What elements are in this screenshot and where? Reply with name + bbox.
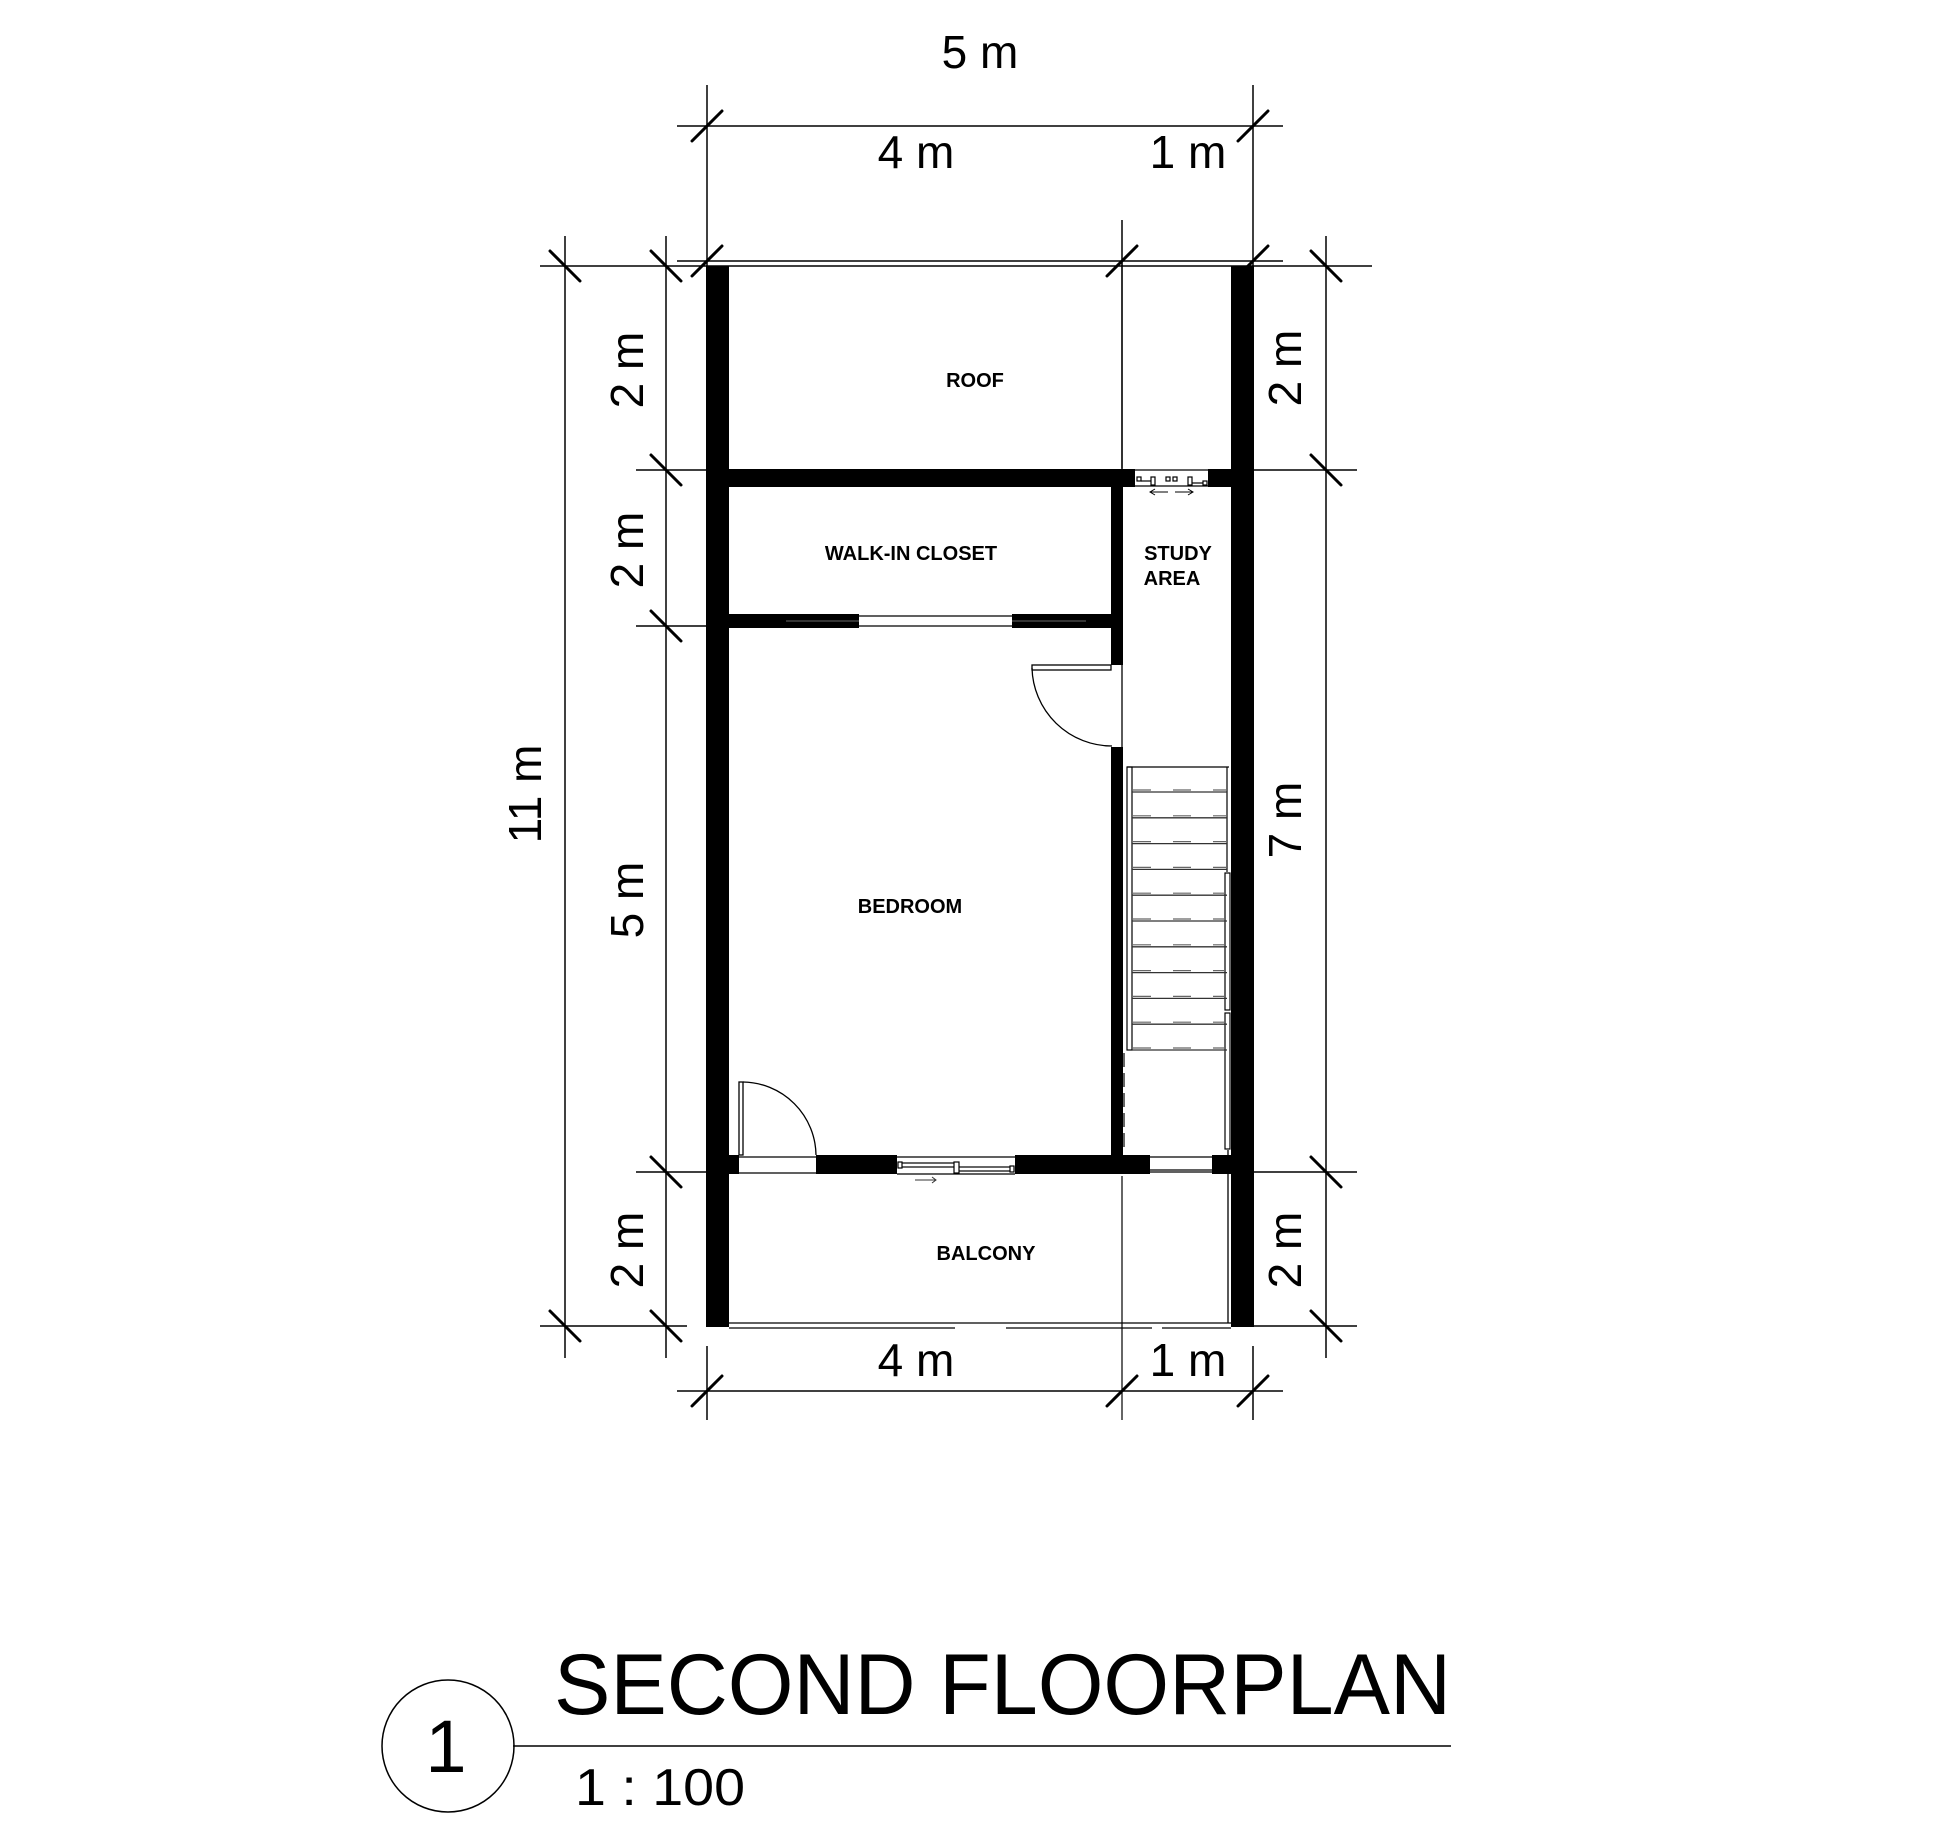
dim-right-balcony: 2 m xyxy=(1259,1212,1311,1289)
double-arrow-icon xyxy=(1149,488,1194,496)
dim-bottom-left: 4 m xyxy=(878,1334,955,1386)
wall-bottom-stub-right xyxy=(1212,1155,1231,1174)
dim-bottom-right: 1 m xyxy=(1150,1334,1227,1386)
title-block: 1 SECOND FLOORPLAN 1 : 100 xyxy=(381,1637,1451,1817)
wall-bottom-stub-left xyxy=(729,1155,739,1174)
dim-left-roof: 2 m xyxy=(601,332,653,409)
walls xyxy=(706,266,1254,1327)
dimension-ticks xyxy=(548,109,1343,1408)
dimension-labels: 5 m 4 m 1 m 4 m 1 m 11 m 2 m 2 m 5 m 2 m… xyxy=(499,26,1311,1386)
label-study-area: AREA xyxy=(1144,568,1201,590)
dim-top-right: 1 m xyxy=(1150,126,1227,178)
wall-divider-lower xyxy=(1111,747,1123,1155)
wall-right-exterior xyxy=(1231,266,1254,1327)
dim-left-overall: 11 m xyxy=(499,745,551,844)
stairs xyxy=(1123,766,1231,1153)
balcony-railing xyxy=(729,1150,1231,1329)
bedroom-closet-door xyxy=(1031,664,1123,747)
wall-roof-closet xyxy=(729,469,1135,487)
dim-top-overall: 5 m xyxy=(942,26,1019,78)
dim-top-left: 4 m xyxy=(878,126,955,178)
dim-right-middle: 7 m xyxy=(1259,782,1311,859)
wall-study-window-stub xyxy=(1208,469,1231,487)
study-sliding-window xyxy=(1135,469,1208,487)
wall-bottom-segment-2 xyxy=(1015,1155,1150,1174)
closet-opening xyxy=(859,615,1012,627)
label-balcony: BALCONY xyxy=(937,1243,1037,1265)
room-labels: ROOF WALK-IN CLOSET STUDY AREA BEDROOM B… xyxy=(825,370,1213,1265)
sheet-number: 1 xyxy=(425,1705,466,1788)
study-bottom-window xyxy=(1150,1156,1212,1173)
label-roof: ROOF xyxy=(946,370,1004,392)
label-study: STUDY xyxy=(1144,543,1212,565)
wall-left-exterior xyxy=(706,266,729,1327)
dim-left-balcony: 2 m xyxy=(601,1212,653,1289)
drawing-title: SECOND FLOORPLAN xyxy=(554,1637,1451,1733)
wall-bottom-segment-1 xyxy=(816,1155,897,1174)
label-walk-in-closet: WALK-IN CLOSET xyxy=(825,543,997,565)
dim-left-closet: 2 m xyxy=(601,512,653,589)
bedroom-sliding-window xyxy=(897,1156,1015,1175)
dim-left-bedroom: 5 m xyxy=(601,862,653,939)
dim-right-roof: 2 m xyxy=(1259,330,1311,407)
wall-divider-upper xyxy=(1111,487,1123,665)
drawing-scale: 1 : 100 xyxy=(575,1759,745,1817)
slide-arrow-icon xyxy=(915,1176,937,1184)
balcony-door xyxy=(738,1081,817,1174)
label-bedroom: BEDROOM xyxy=(858,896,962,918)
